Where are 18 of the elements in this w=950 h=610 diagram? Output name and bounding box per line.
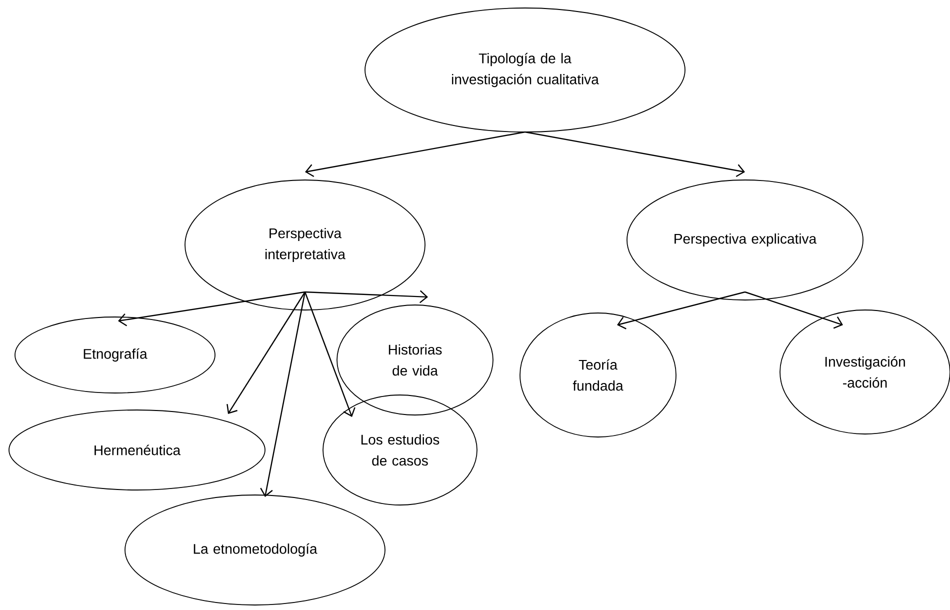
ellipse-node: Teoría fundada [520,312,676,438]
ellipse-node: Los estudios de casos [322,394,478,506]
ellipse-node: Historias de vida [336,304,494,416]
arrow [305,131,526,177]
arrow [304,292,356,417]
ellipse-node: Hermenéutica [8,410,266,490]
arrow [260,292,306,497]
ellipse-node: Perspectiva interpretativa [184,180,426,310]
ellipse-node: Perspectiva explicativa [626,180,864,300]
arrow [118,291,306,326]
ellipse-node: Tipología de la investigación cualitativa [364,8,686,132]
arrow [524,131,745,177]
ellipse-node: La etnometodología [124,494,386,606]
ellipse-node: Etnografía [14,316,216,394]
arrow [744,291,843,329]
arrow [226,292,306,414]
arrow [304,290,428,304]
arrow [617,291,746,330]
